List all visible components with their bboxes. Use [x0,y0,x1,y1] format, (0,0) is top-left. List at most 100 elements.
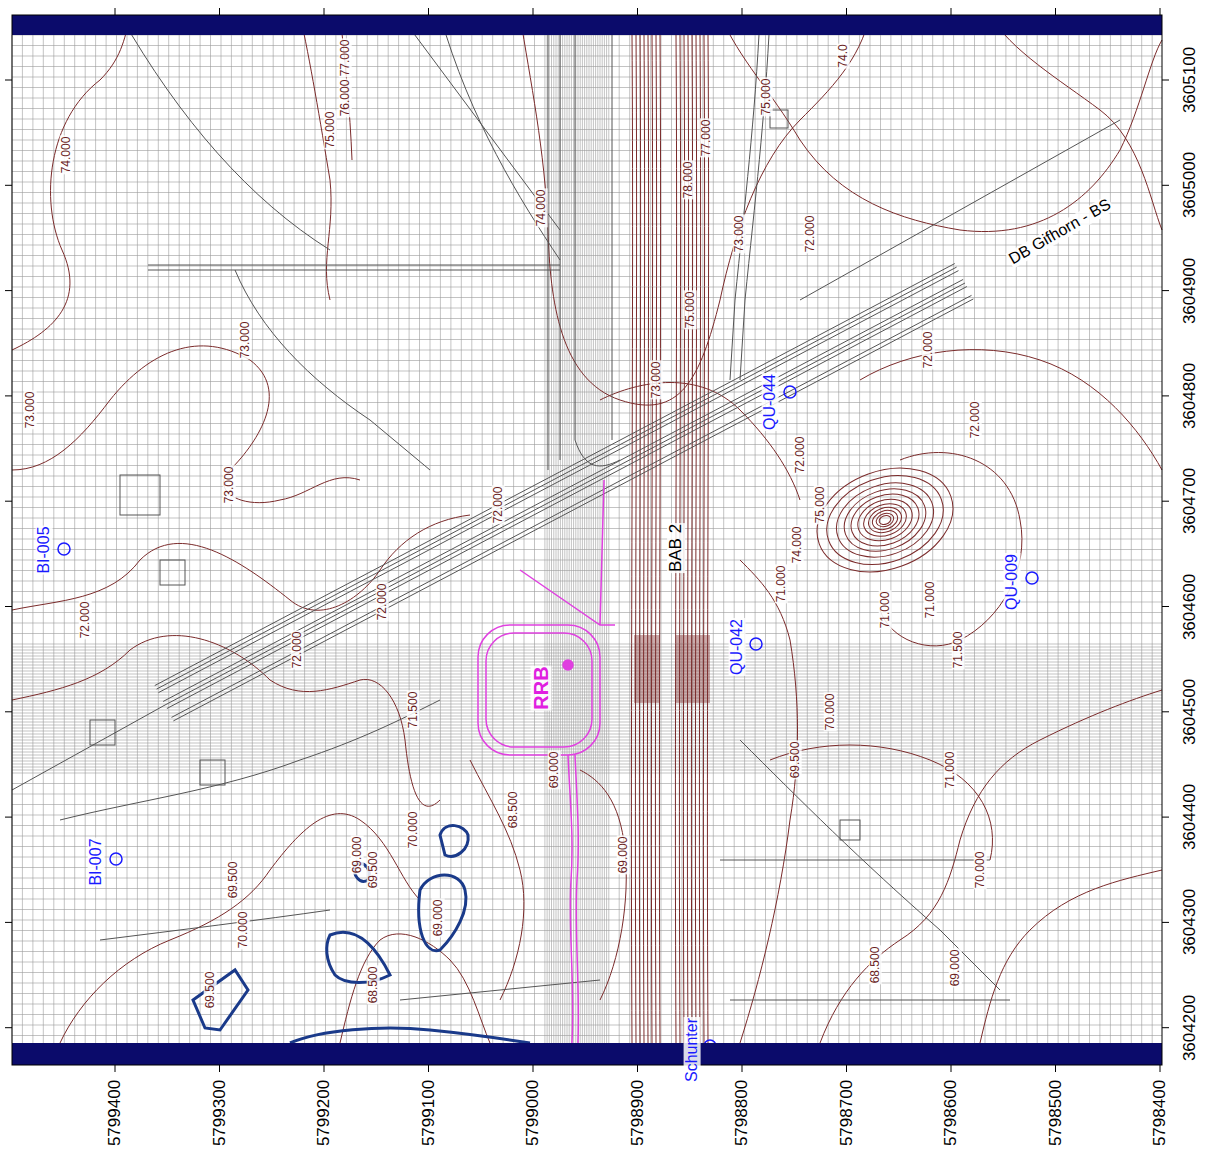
contour-label: 75.000 [324,111,337,150]
motorway-lines [631,35,710,1043]
motorway-line [699,35,700,1043]
rail-line [165,283,965,705]
contour-label: 71.000 [944,751,957,790]
building-outline [840,820,860,840]
basin-outline [486,633,592,747]
axis-label: 5798900 [629,1079,647,1147]
contour-line [340,934,490,1043]
contour-label: 76.000 [339,79,352,118]
railway-label: DB Gifhorn - BS [1005,196,1114,269]
contour-label: 72.000 [79,601,92,640]
building-outline [770,110,788,128]
road-line [400,980,600,1000]
contour-label: 75.000 [760,78,773,117]
contour-label: 71.000 [924,581,937,620]
contour-line [12,636,440,807]
contour-label: 70.000 [237,911,250,950]
axis-label: 3604600 [1181,572,1199,640]
motorway-line [635,35,636,1043]
axis-label: 5799100 [420,1079,438,1147]
well-label: QU-042 [729,618,746,676]
bridge-hatch [634,636,710,702]
mound-contour [802,450,967,590]
contour-label: 71.500 [407,691,420,730]
contour-label: 72.000 [291,631,304,670]
motorway-line [707,35,708,1043]
well-symbols [58,386,1038,1052]
axis-ticks [5,8,1169,1072]
motorway-line [643,35,644,1043]
contour-label: 70.000 [824,693,837,732]
contour-lines [12,15,1162,1043]
mound-contour [826,470,944,570]
road-label: BAB 2 [667,523,685,573]
contour-line [880,453,1022,646]
contour-line [300,15,331,300]
contour-line [12,346,360,503]
pond-outline [419,875,466,951]
contour-label: 69.000 [617,836,630,875]
contour-label: 75.000 [684,291,697,330]
motorway-line [659,35,660,1043]
building-outline [90,720,115,745]
contour-line [980,870,1162,1043]
well-label: QU-044 [762,373,779,431]
motorway-line [639,35,640,1043]
railway-lines [12,264,973,790]
contour-label: 70.000 [407,811,420,850]
contour-label: 73.000 [239,321,252,360]
contour-label: 74.000 [535,189,548,228]
tick-marks [5,8,1169,1072]
road-lines [60,15,1120,1000]
axis-label: 5799300 [211,1079,229,1147]
contour-label: 77.000 [700,119,713,158]
map-ground [12,15,1162,1065]
contour-label: 74.000 [791,526,804,565]
contour-label: 69.000 [432,899,445,938]
axis-label: 3605100 [1181,46,1199,114]
contour-line [720,15,1162,232]
road-line [100,910,330,940]
contour-line [820,690,1162,1043]
basin-label: RRB [531,665,552,710]
well-circle [750,638,762,650]
inflow-pipe [600,480,604,625]
contour-label: 71.000 [775,565,788,604]
map-frame [12,15,1162,1065]
contour-label: 78.000 [682,161,695,200]
road-line [148,265,560,266]
road-line [575,15,620,466]
well-label: BI-007 [88,837,105,886]
contour-label: 69.500 [789,741,802,780]
contour-label: 68.500 [869,946,882,985]
contour-label: 69.000 [548,751,561,790]
outfall-pipe [568,755,573,1043]
contour-line [580,770,626,1000]
basin-marker [563,660,573,670]
contour-label: 71.500 [952,631,965,670]
contour-label: 72.000 [492,486,505,525]
motorway-line [655,35,656,1043]
rail-line [155,264,955,686]
basin-outline [478,625,600,755]
pond-outline [327,932,390,982]
building-outline [200,760,225,785]
axis-label: 3604500 [1181,678,1199,746]
contour-label: 73.000 [650,361,663,400]
motorway-line [695,35,696,1043]
motorway-line [631,35,632,1043]
mound-contour [870,507,901,533]
contour-line [990,15,1162,230]
contour-line [740,560,798,1043]
contour-label: 74.0 [837,43,850,68]
rail-line [163,279,963,701]
well-circle [58,543,70,555]
water-bodies [193,826,530,1043]
rail-line [172,295,972,717]
axis-label: 3604700 [1181,467,1199,535]
mound-contour [874,511,895,529]
road-line [60,700,440,820]
axis-label: 5798400 [1151,1079,1169,1147]
well-label: BI-005 [36,525,53,574]
